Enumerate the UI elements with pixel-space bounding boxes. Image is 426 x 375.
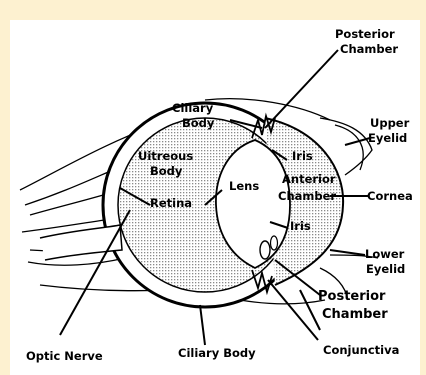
iris-bottom-shape bbox=[260, 241, 270, 259]
label-ciliary-body-top-1: Ciliary bbox=[172, 101, 214, 115]
label-upper-eyelid-1: Upper bbox=[370, 116, 410, 130]
label-conjunctiva: Conjunctiva bbox=[323, 343, 399, 357]
label-ciliary-body-bottom: Ciliary Body bbox=[178, 346, 256, 360]
label-retina: Retina bbox=[150, 196, 192, 210]
label-cornea: Cornea bbox=[367, 189, 413, 203]
label-posterior-chamber-top-1: Posterior bbox=[335, 27, 395, 41]
label-iris-top: Iris bbox=[292, 149, 313, 163]
label-vitreous-body-1: Uitreous bbox=[138, 149, 193, 163]
label-posterior-chamber-bottom-2: Chamber bbox=[322, 307, 388, 322]
label-anterior-chamber-1: Anterior bbox=[282, 172, 336, 186]
optic-nerve-shape bbox=[40, 225, 122, 260]
label-lower-eyelid-1: Lower bbox=[365, 247, 405, 261]
label-posterior-chamber-bottom-1: Posterior bbox=[318, 289, 386, 304]
label-upper-eyelid-2: Eyelid bbox=[368, 131, 407, 145]
label-optic-nerve: Optic Nerve bbox=[26, 349, 103, 363]
label-anterior-chamber-2: Chamber bbox=[278, 189, 336, 203]
label-lower-eyelid-2: Eyelid bbox=[366, 262, 405, 276]
label-vitreous-body-2: Body bbox=[150, 164, 183, 178]
iris-bottom-shape-2 bbox=[271, 236, 278, 250]
label-iris-bottom: Iris bbox=[290, 219, 311, 233]
label-posterior-chamber-top-2: Chamber bbox=[340, 42, 398, 56]
label-lens: Lens bbox=[229, 179, 259, 193]
label-ciliary-body-top-2: Body bbox=[182, 116, 215, 130]
